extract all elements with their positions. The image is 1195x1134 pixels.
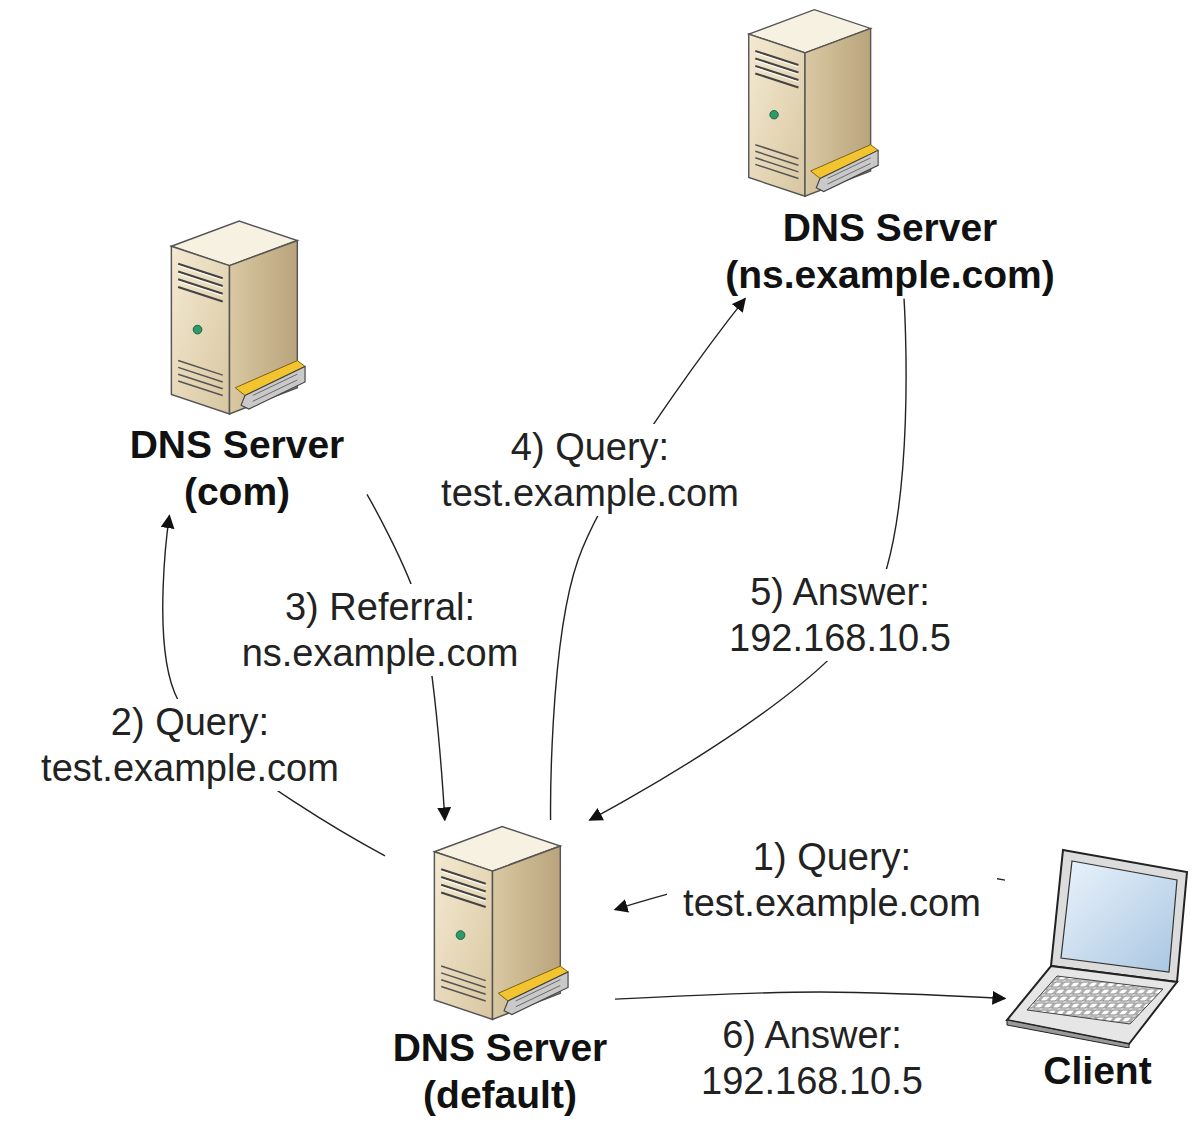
query-arrow	[163, 516, 385, 856]
icon-shape	[434, 827, 568, 1020]
server-label: DNS Server (ns.example.com)	[715, 205, 1065, 299]
edge-label: 2) Query: test.example.com	[25, 699, 355, 792]
dns-server: DNS Server (com)	[107, 212, 367, 516]
icon-shape	[749, 10, 878, 197]
edge-label: 4) Query: test.example.com	[425, 424, 755, 517]
icon-shape	[171, 221, 305, 414]
dns-server: DNS Server (default)	[385, 820, 615, 1119]
server-icon	[152, 212, 307, 422]
server-icon	[415, 820, 570, 1025]
edge-label: 1) Query: test.example.com	[667, 834, 997, 927]
query-arrow	[590, 299, 906, 820]
icon-shape	[1007, 850, 1187, 1048]
query-arrow	[615, 992, 1005, 999]
dns-server: DNS Server (ns.example.com)	[715, 0, 1065, 299]
edge-label: 3) Referral: ns.example.com	[215, 584, 545, 677]
server-icon	[730, 0, 880, 205]
server-label: DNS Server (default)	[385, 1025, 615, 1119]
server-label: DNS Server (com)	[107, 422, 367, 516]
laptop-icon	[1005, 848, 1190, 1048]
edge-label: 6) Answer: 192.168.10.5	[647, 1012, 977, 1105]
query-arrow	[551, 299, 746, 820]
server-label: Client	[1005, 1048, 1190, 1095]
client-laptop: Client	[1005, 848, 1190, 1095]
edge-label: 5) Answer: 192.168.10.5	[675, 569, 1005, 662]
